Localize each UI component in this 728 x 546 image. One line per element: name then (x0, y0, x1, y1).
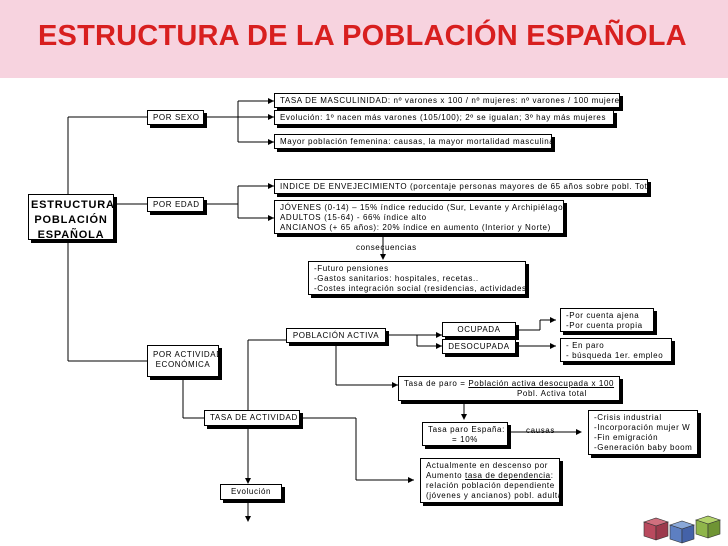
cubes-logo-icon (643, 515, 721, 544)
dependencia-line-3: relación población dependiente (426, 481, 555, 490)
root-line-2: POBLACIÓN (34, 214, 108, 226)
consecuencia-costes: -Costes integración social (residencias,… (314, 284, 526, 293)
grupos-edad-box: JÓVENES (0-14) – 15% índice reducido (Su… (274, 200, 564, 234)
page-title: ESTRUCTURA DE LA POBLACIÓN ESPAÑOLA (38, 20, 687, 52)
dependencia-box: Actualmente en descenso por Aumento tasa… (420, 458, 560, 503)
desocupada-detalle-box: - En paro - búsqueda 1er. empleo (560, 338, 672, 362)
causas-box: -Crisis industrial -Incorporación mujer … (588, 410, 698, 455)
consecuencia-pensiones: -Futuro pensiones (314, 264, 389, 273)
por-edad-box: POR EDAD (147, 197, 204, 212)
tasa-paro-denominador: Pobl. Activa total (517, 389, 587, 398)
tasa-masculinidad-box: TASA DE MASCULINIDAD: nº varones x 100 /… (274, 93, 620, 108)
causa-baby-boom: -Generación baby boom (594, 443, 693, 452)
title-banner (0, 0, 728, 78)
busqueda-empleo: - búsqueda 1er. empleo (566, 351, 664, 360)
tasa-paro-espana-box: Tasa paro España: = 10% (422, 422, 508, 446)
por-sexo-box: POR SEXO (147, 110, 204, 125)
ocupada-box: OCUPADA (442, 322, 516, 337)
evolucion-sexo-box: Evolución: 1º nacen más varones (105/100… (274, 110, 614, 125)
desocupada-box: DESOCUPADA (442, 339, 516, 354)
dependencia-line-2: Aumento tasa de dependencia: (426, 471, 554, 481)
tasa-actividad-box: TASA DE ACTIVIDAD (204, 410, 300, 426)
actividad-line-1: POR ACTIVIDAD (153, 350, 219, 359)
causas-label: causas (526, 426, 555, 435)
tasa-paro-espana-valor: = 10% (452, 435, 478, 444)
jovenes-text: JÓVENES (0-14) – 15% índice reducido (Su… (280, 203, 564, 212)
root-line-1: ESTRUCTURA (31, 199, 114, 211)
evolucion-box: Evolución (220, 484, 282, 500)
consecuencia-gastos: -Gastos sanitarios: hospitales, recetas.… (314, 274, 479, 283)
ancianos-text: ANCIANOS (+ 65 años): 20% índice en aume… (280, 223, 551, 232)
dependencia-colon: : (550, 471, 554, 480)
ocupada-detalle-box: -Por cuenta ajena -Por cuenta propia (560, 308, 654, 332)
indice-envejecimiento-box: INDICE DE ENVEJECIMIENTO (porcentaje per… (274, 179, 648, 194)
tasa-paro-prefix: Tasa de paro = (404, 379, 469, 388)
por-actividad-box: POR ACTIVIDAD ECONÓMICA (147, 345, 219, 377)
cuenta-ajena: -Por cuenta ajena (566, 311, 640, 320)
consecuencias-label: consecuencias (356, 243, 417, 252)
actividad-line-2: ECONÓMICA (155, 360, 211, 369)
causa-emigracion: -Fin emigración (594, 433, 659, 442)
causa-crisis: -Crisis industrial (594, 413, 662, 422)
en-paro: - En paro (566, 341, 605, 350)
tasa-paro-espana-label: Tasa paro España: (428, 425, 505, 434)
tasa-dependencia-term: tasa de dependencia (465, 471, 551, 480)
cuenta-propia: -Por cuenta propia (566, 321, 643, 330)
root-line-3: ESPAÑOLA (37, 229, 105, 240)
causa-mujer: -Incorporación mujer W (594, 423, 691, 432)
adultos-text: ADULTOS (15-64) - 66% índice alto (280, 213, 427, 222)
poblacion-femenina-box: Mayor población femenina: causas, la may… (274, 134, 552, 149)
tasa-paro-formula: Tasa de paro = Población activa desocupa… (404, 379, 614, 389)
poblacion-activa-box: POBLACIÓN ACTIVA (286, 328, 386, 343)
root-estructura: ESTRUCTURA POBLACIÓN ESPAÑOLA (28, 194, 114, 240)
tasa-paro-box: Tasa de paro = Población activa desocupa… (398, 376, 620, 401)
consecuencias-box: -Futuro pensiones -Gastos sanitarios: ho… (308, 261, 526, 295)
tasa-paro-numerador: Población activa desocupada x 100 (468, 379, 615, 388)
dependencia-aumento: Aumento (426, 471, 466, 480)
dependencia-line-1: Actualmente en descenso por (426, 461, 549, 470)
dependencia-line-4: (jóvenes y ancianos) pobl. adulta (426, 491, 560, 500)
